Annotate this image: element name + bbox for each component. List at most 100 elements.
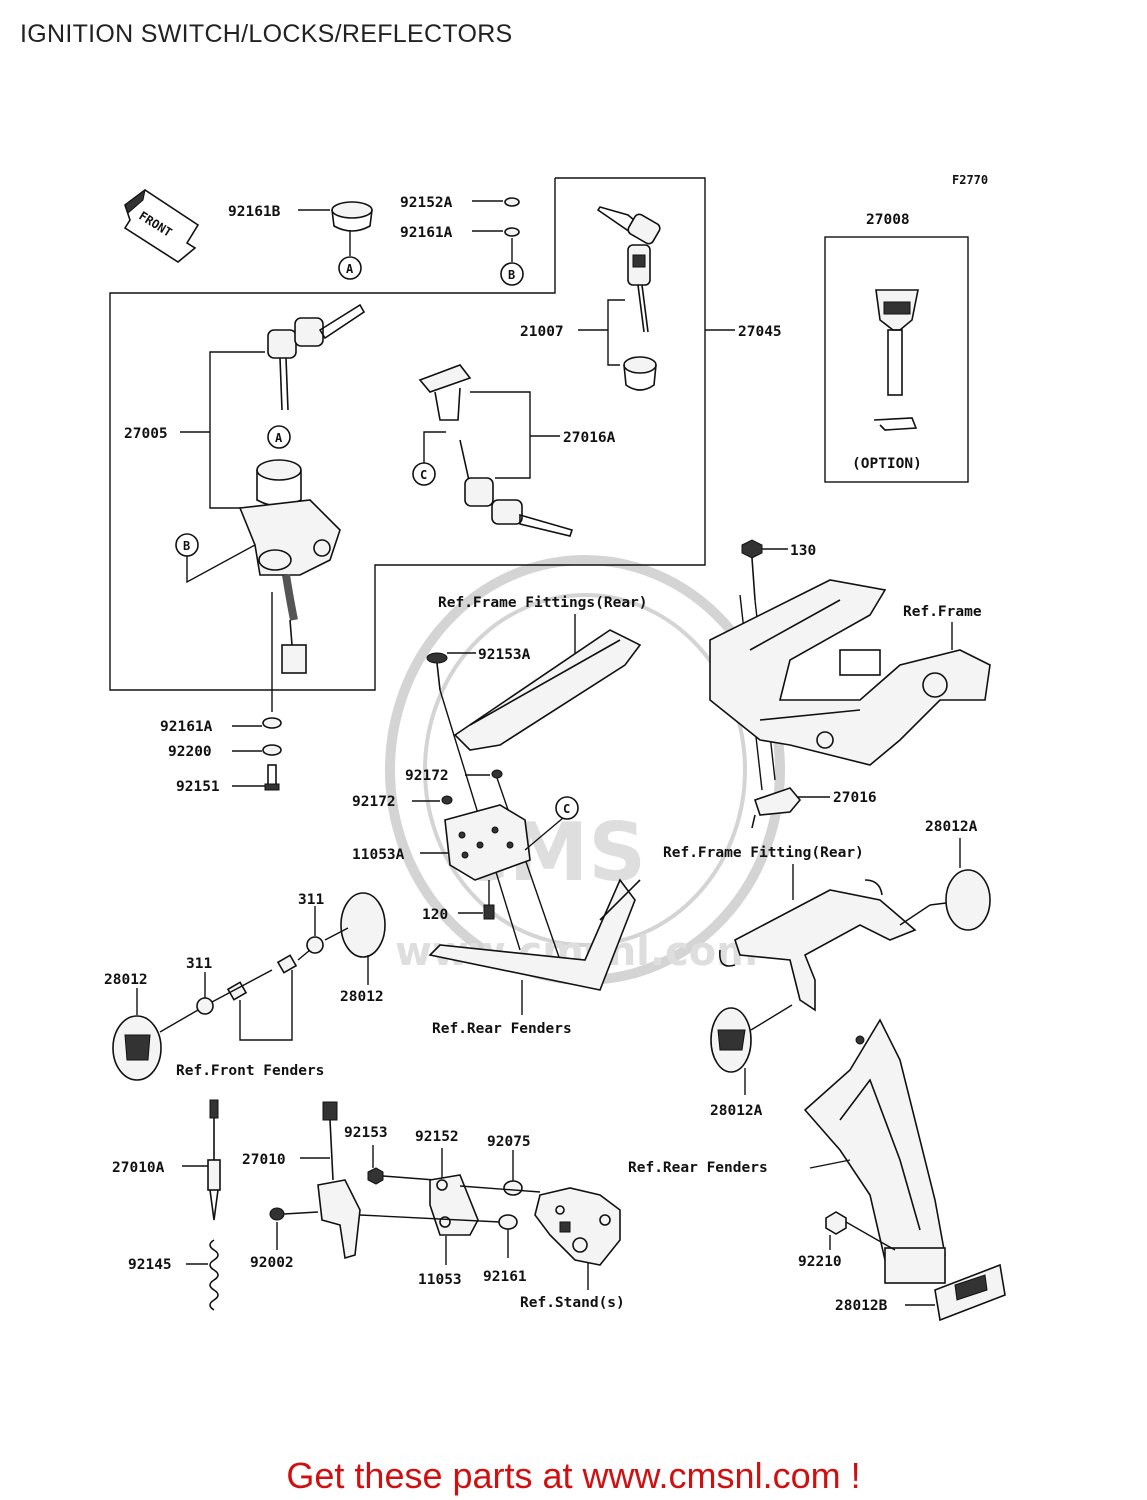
label-120: 120	[422, 907, 448, 923]
label-28012B: 28012B	[835, 1298, 888, 1314]
label-ref-rear-fenders-2: Ref.Rear Fenders	[628, 1160, 768, 1176]
lock-27016	[751, 787, 802, 829]
label-27008: 27008	[866, 212, 910, 228]
seat-lock-27016A	[418, 364, 574, 537]
label-27045: 27045	[738, 324, 782, 340]
label-27016A: 27016A	[563, 430, 616, 446]
frame-part	[709, 579, 991, 766]
rear-fender-bracket	[803, 1018, 946, 1284]
bracket-11053A	[444, 804, 531, 881]
keys-21007	[596, 206, 661, 333]
front-label: FRONT	[136, 209, 174, 240]
switch-27010A	[207, 1099, 221, 1221]
label-ref-frame-fittings-rear: Ref.Frame Fittings(Rear)	[438, 595, 648, 611]
washer-92200	[262, 744, 282, 756]
pin-92172-a	[491, 769, 503, 779]
label-92152: 92152	[415, 1129, 459, 1145]
label-92161A-mid: 92161A	[160, 719, 213, 735]
label-28012-mid: 28012	[340, 989, 384, 1005]
label-ref-frame-fitting-rear: Ref.Frame Fitting(Rear)	[663, 845, 864, 861]
label-92145: 92145	[128, 1257, 172, 1273]
option-box	[824, 236, 969, 483]
label-92153: 92153	[344, 1125, 388, 1141]
reflector-28012A-bottom	[710, 1007, 752, 1073]
label-92152A: 92152A	[400, 195, 453, 211]
label-311-a: 311	[298, 892, 324, 908]
label-92210: 92210	[798, 1254, 842, 1270]
washer-92161A-mid	[262, 717, 282, 729]
ignition-switch-body	[238, 459, 341, 674]
cap-92161B	[331, 201, 373, 232]
label-option: (OPTION)	[852, 456, 922, 472]
spring-92145	[209, 1239, 219, 1311]
pin-92172-b	[441, 795, 453, 805]
label-27010: 27010	[242, 1152, 286, 1168]
callout-a-mid-text: A	[275, 431, 283, 445]
front-arrow-icon: FRONT	[123, 188, 200, 263]
frame-fitting-rear-bracket	[718, 879, 917, 1012]
label-311-b: 311	[186, 956, 212, 972]
label-11053: 11053	[418, 1272, 462, 1288]
bolt-130	[741, 539, 763, 601]
label-ref-rear-fenders-1: Ref.Rear Fenders	[432, 1021, 572, 1037]
washer-92161	[498, 1214, 518, 1230]
label-92151: 92151	[176, 779, 220, 795]
reflector-28012-left	[112, 1015, 162, 1081]
bolt-92153A	[426, 652, 448, 691]
label-28012-left: 28012	[104, 972, 148, 988]
bolt-92153	[367, 1167, 436, 1185]
washer-92161A-top	[504, 227, 520, 237]
figure-code: F2770	[952, 173, 988, 187]
callout-c-top-text: C	[420, 468, 427, 482]
bolt-92151	[264, 764, 280, 791]
label-92172-b: 92172	[352, 794, 396, 810]
nut-92210	[825, 1211, 847, 1235]
callout-a-mid	[267, 425, 291, 449]
callout-b-mid-text: B	[183, 539, 190, 553]
collar-92075	[503, 1180, 523, 1196]
keys-27005	[267, 303, 366, 411]
label-92161A-top: 92161A	[400, 225, 453, 241]
reflector-28012A-top	[929, 869, 991, 931]
label-ref-stands: Ref.Stand(s)	[520, 1295, 625, 1311]
bolt-92002	[269, 1207, 319, 1221]
label-ref-front-fenders: Ref.Front Fenders	[176, 1063, 324, 1079]
callout-b-top	[500, 262, 524, 286]
label-130: 130	[790, 543, 816, 559]
label-92153A: 92153A	[478, 647, 531, 663]
reflector-28012B	[934, 1263, 1006, 1322]
label-27005: 27005	[124, 426, 168, 442]
nut-311-b	[196, 997, 214, 1015]
lock-cylinder-21007	[623, 356, 657, 391]
switch-27010	[317, 1101, 361, 1260]
kit-27045-outline	[109, 177, 706, 691]
label-92161B: 92161B	[228, 204, 281, 220]
callout-c-mid-text: C	[563, 802, 570, 816]
label-21007: 21007	[520, 324, 564, 340]
label-92002: 92002	[250, 1255, 294, 1271]
label-27010A: 27010A	[112, 1160, 165, 1176]
washer-92152A	[504, 197, 520, 207]
callout-a-top-text: A	[346, 262, 354, 276]
label-ref-frame: Ref.Frame	[903, 604, 982, 620]
label-92172-a: 92172	[405, 768, 449, 784]
label-28012A-top: 28012A	[925, 819, 978, 835]
label-27016: 27016	[833, 790, 877, 806]
stand-part	[534, 1187, 621, 1266]
rear-fender-piece	[428, 878, 641, 991]
bolt-120	[483, 904, 495, 920]
frame-fittings-rear	[453, 629, 642, 751]
callout-a-top	[338, 256, 362, 280]
label-28012A-bottom: 28012A	[710, 1103, 763, 1119]
key-27008	[873, 289, 919, 431]
reflector-28012-mid	[340, 892, 386, 958]
footer-link[interactable]: Get these parts at www.cmsnl.com !	[286, 1455, 861, 1496]
callout-c-mid	[555, 796, 579, 820]
label-11053A: 11053A	[352, 847, 405, 863]
page-title: IGNITION SWITCH/LOCKS/REFLECTORS	[20, 20, 513, 48]
label-92200: 92200	[168, 744, 212, 760]
plate-11053	[429, 1174, 479, 1236]
label-92075: 92075	[487, 1134, 531, 1150]
nut-311-a	[306, 936, 324, 954]
